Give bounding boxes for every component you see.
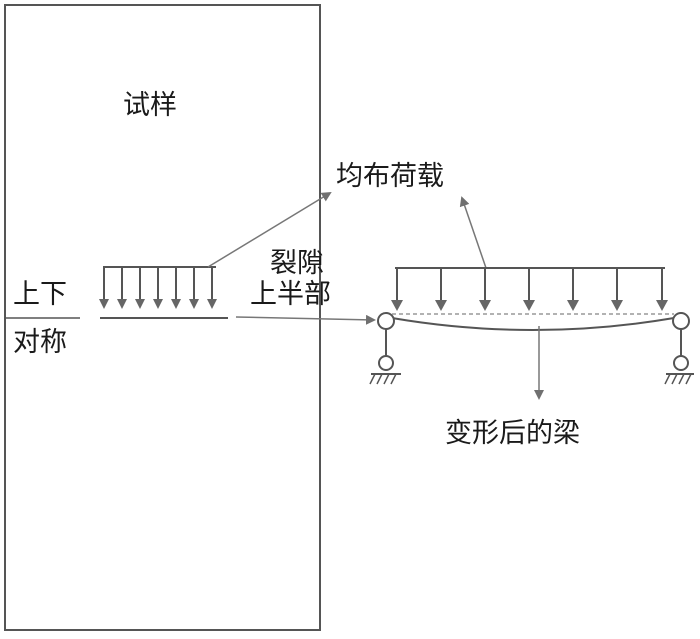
specimen-label: 试样 [123, 90, 177, 121]
right-arrows-head-6 [656, 300, 668, 311]
crack-load-group [99, 266, 217, 309]
right-arrows-head-2 [479, 300, 491, 311]
symmetry-label-top: 上下 [13, 279, 67, 310]
deformed-beam-curve [391, 317, 675, 331]
left-arrows-head-3 [153, 299, 163, 309]
uniform-load-label: 均布荷载 [336, 161, 444, 192]
left-arrows-head-6 [207, 299, 217, 309]
right-arrows-head-5 [611, 300, 623, 311]
left-arrows-head-0 [99, 299, 109, 309]
right-arrows-head-4 [567, 300, 579, 311]
load-label-arrow-left [207, 191, 332, 268]
load-label-arrow-right [459, 196, 487, 269]
symmetry-label-bottom: 对称 [13, 327, 67, 358]
crack-label-bottom: 上半部 [250, 279, 331, 310]
crack-label-top: 裂隙 [270, 248, 324, 279]
right-arrows-head-1 [435, 300, 447, 311]
left-support [369, 312, 401, 385]
right-support [664, 312, 694, 385]
left-arrows-head-1 [117, 299, 127, 309]
crack-to-beam-arrow [235, 314, 376, 325]
left-arrows-head-4 [171, 299, 181, 309]
deformed-beam-label: 变形后的梁 [445, 418, 580, 449]
right-arrows-head-0 [391, 300, 403, 311]
beam-load-group [391, 267, 668, 311]
left-arrows-head-2 [135, 299, 145, 309]
left-arrows-head-5 [189, 299, 199, 309]
right-arrows-head-3 [523, 300, 535, 311]
